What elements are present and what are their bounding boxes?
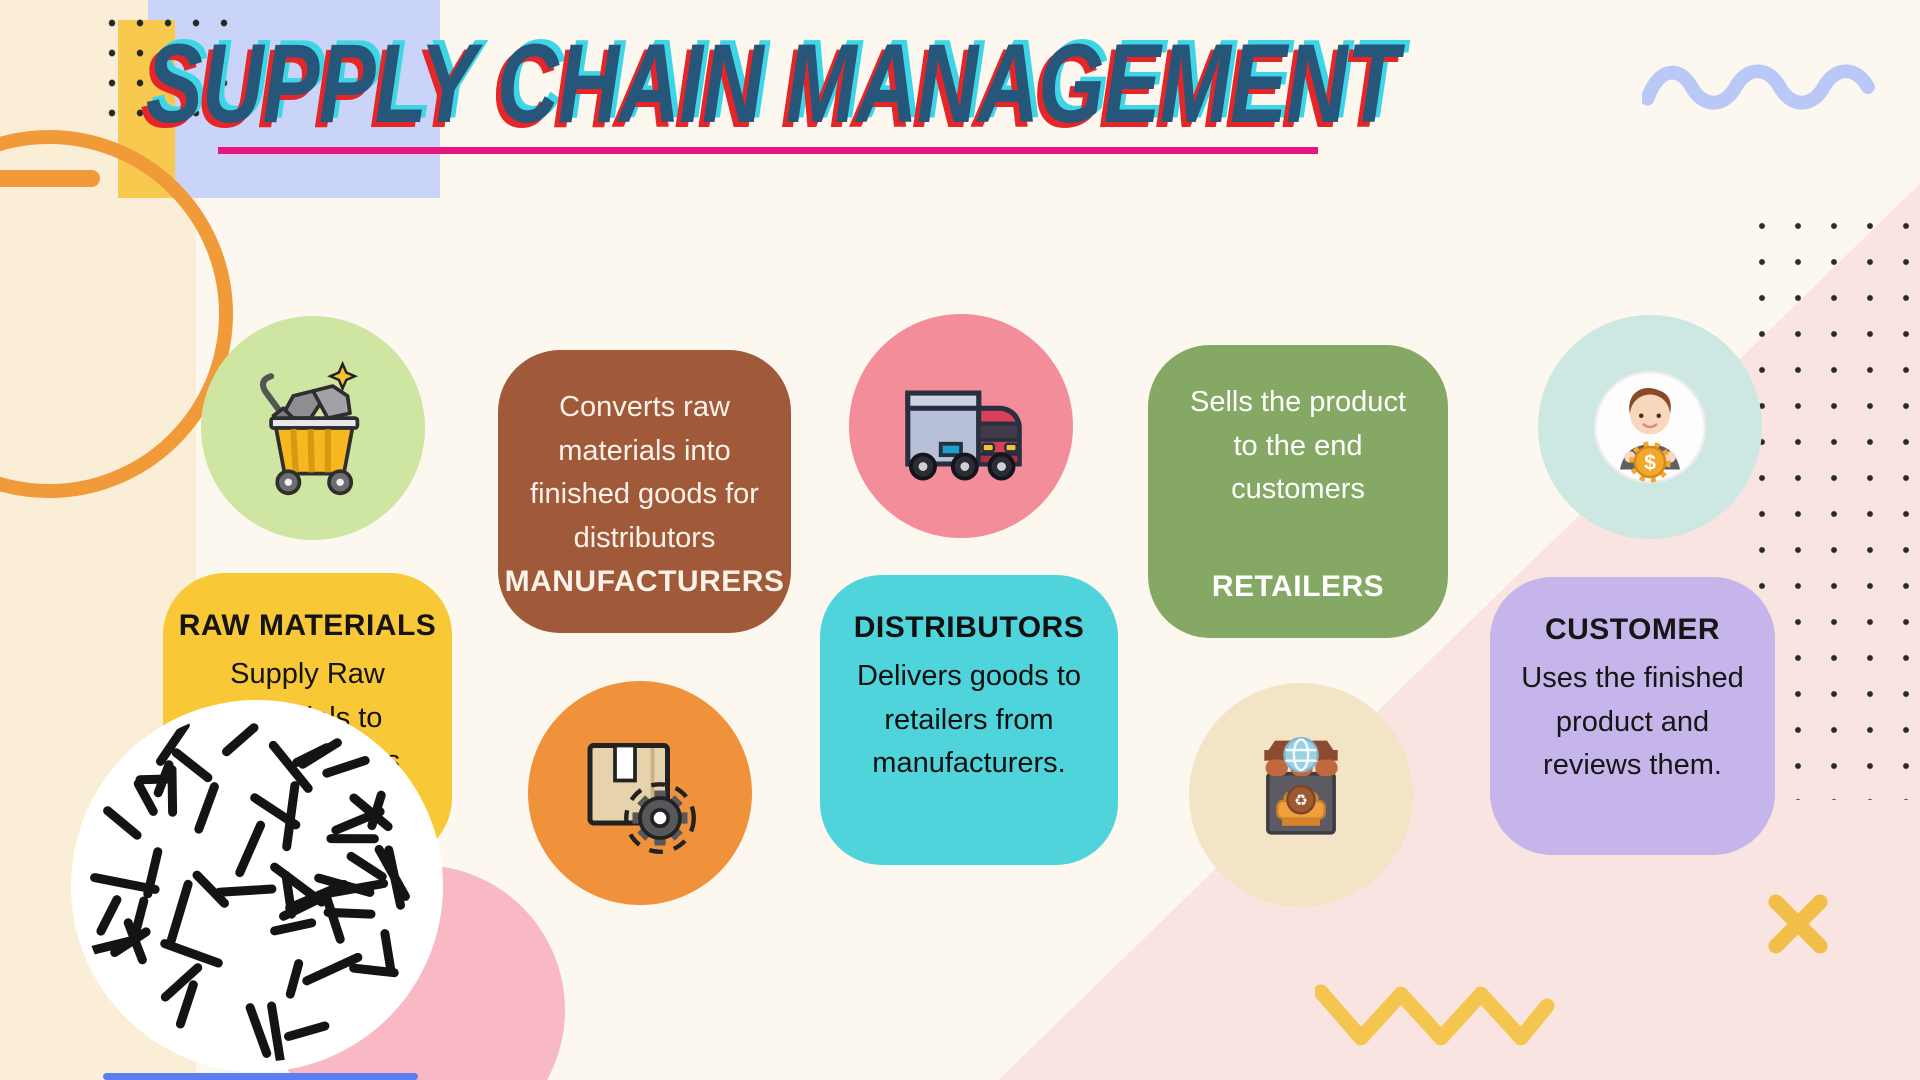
x-mark-icon — [1768, 894, 1828, 954]
title-underline — [218, 147, 1318, 154]
retailers-icon-circle: ♻ — [1189, 683, 1413, 907]
customer-box: CUSTOMER Uses the finished product and r… — [1490, 577, 1775, 855]
raw-materials-icon-circle — [201, 316, 425, 540]
dot-grid-top-left — [98, 8, 240, 138]
customer-avatar-icon: $ — [1593, 370, 1707, 484]
mining-cart-icon — [259, 360, 360, 496]
svg-text:$: $ — [1644, 451, 1656, 475]
manufacturers-box: Converts raw materials into finished goo… — [498, 350, 791, 633]
svg-text:♻: ♻ — [1294, 792, 1308, 810]
page-title: SUPPLY CHAIN MANAGEMENT — [145, 20, 1399, 147]
blue-bottom-bar-decoration — [103, 1073, 418, 1080]
orange-dash-decoration — [0, 170, 100, 187]
package-gear-icon — [587, 743, 696, 854]
manufacturers-icon-circle — [528, 681, 752, 905]
retailers-box: Sells the product to the end customers R… — [1148, 345, 1448, 638]
stage-heading: RETAILERS — [1211, 570, 1385, 603]
stage-heading: DISTRIBUTORS — [853, 611, 1085, 644]
scribble-circle-decoration — [71, 700, 443, 1072]
distributors-box: DISTRIBUTORS Delivers goods to retailers… — [820, 575, 1118, 865]
stage-heading: MANUFACTURERS — [504, 565, 785, 598]
stage-body: Converts raw materials into finished goo… — [530, 391, 759, 554]
stage-body: Uses the finished product and reviews th… — [1521, 662, 1744, 781]
storefront-icon: ♻ — [1264, 737, 1338, 835]
title-wrap: SUPPLY CHAIN MANAGEMENT — [60, 20, 1483, 146]
wave-squiggle-icon — [1642, 64, 1875, 110]
zigzag-icon — [1315, 984, 1555, 1046]
stage-body: Sells the product to the end customers — [1189, 386, 1406, 505]
distributors-icon-circle — [849, 314, 1073, 538]
stage-heading: CUSTOMER — [1544, 613, 1721, 646]
customer-icon-circle: $ — [1538, 315, 1762, 539]
stage-heading: RAW MATERIALS — [178, 609, 437, 642]
delivery-truck-icon — [905, 390, 1022, 481]
stage-body: Delivers goods to retailers from manufac… — [856, 660, 1082, 779]
